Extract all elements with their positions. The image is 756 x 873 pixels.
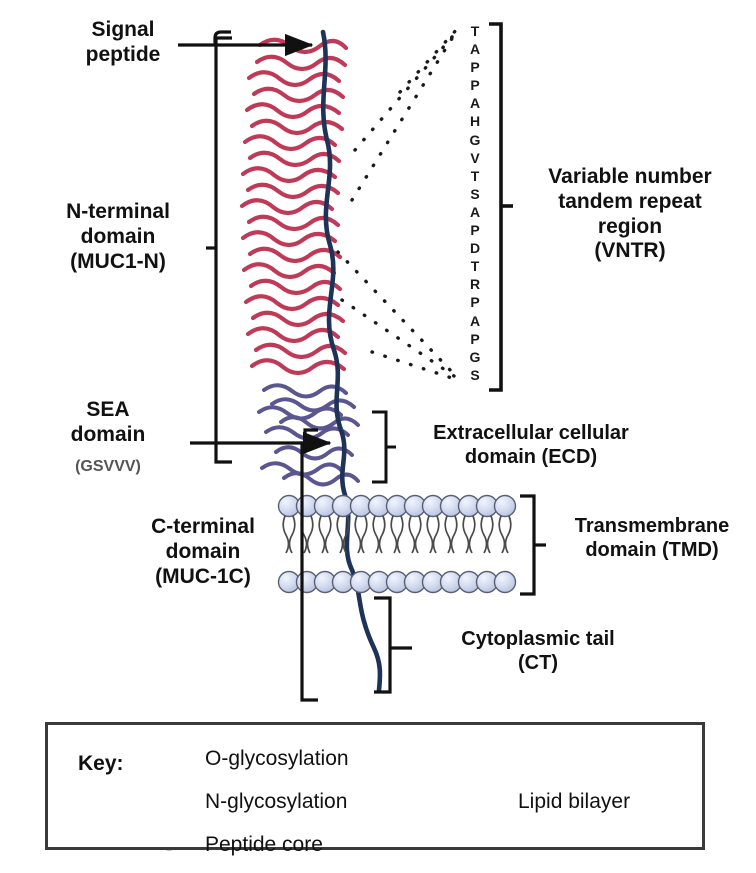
label-n-terminal-domain: N-terminal domain (MUC1-N) (66, 200, 170, 273)
label-signal-peptide: Signal peptide (85, 18, 161, 66)
cytoplasmic-tail-bracket (374, 596, 412, 694)
vntr-residue-11: P (470, 222, 480, 239)
label-sea-domain-sequence: (GSVVV) (75, 458, 141, 475)
vntr-residue-5: H (469, 113, 481, 130)
o-glycosylation-waves (239, 37, 349, 376)
vntr-residue-15: P (470, 294, 480, 311)
label-transmembrane-domain: Transmembrane domain (TMD) (574, 515, 730, 561)
vntr-sequence-bracket (489, 22, 513, 392)
label-c-terminal-domain: C-terminal domain (MUC-1C) (151, 515, 255, 588)
vntr-residue-7: V (470, 149, 480, 166)
label-cytoplasmic-tail: Cytoplasmic tail (CT) (461, 628, 615, 674)
n-glycosylation-waves (257, 383, 360, 487)
vntr-residue-14: R (469, 276, 481, 293)
key-label-lipid-bilayer: Lipid bilayer (518, 790, 631, 813)
vntr-residue-16: A (469, 312, 481, 329)
vntr-residue-8: T (470, 167, 480, 184)
vntr-residue-1: A (469, 41, 481, 58)
vntr-residue-19: S (470, 366, 480, 383)
vntr-residue-10: A (469, 203, 481, 220)
vntr-residue-3: P (470, 77, 480, 94)
vntr-dotted-leader-lines (336, 26, 460, 382)
label-extracellular-domain: Extracellular cellular domain (ECD) (433, 422, 629, 468)
vntr-residue-17: P (470, 330, 480, 347)
c-terminal-domain-bracket (300, 441, 318, 702)
lipid-bilayer-membrane (277, 494, 517, 594)
key-label-peptide-core: Peptide core (205, 833, 323, 856)
vntr-residue-12: D (469, 240, 481, 257)
vntr-residue-0: T (470, 23, 480, 39)
label-vntr-region: Variable number tandem repeat region (VN… (548, 165, 712, 263)
n-terminal-domain-bracket (206, 36, 232, 464)
key-title: Key: (78, 752, 124, 775)
vntr-residue-9: S (470, 185, 480, 202)
label-sea-domain: SEA domain (70, 398, 146, 446)
ecd-bracket (372, 410, 396, 484)
vntr-residue-2: P (470, 59, 480, 76)
vntr-residue-6: G (469, 131, 481, 148)
vntr-residue-4: A (469, 95, 481, 112)
key-legend-box (45, 722, 705, 850)
key-label-n-glycosylation: N-glycosylation (205, 790, 348, 813)
peptide-core-backbone (320, 29, 383, 693)
vntr-residue-18: G (469, 348, 481, 365)
key-label-o-glycosylation: O-glycosylation (205, 747, 349, 770)
tmd-bracket (520, 494, 546, 596)
vntr-residue-13: T (470, 258, 480, 275)
